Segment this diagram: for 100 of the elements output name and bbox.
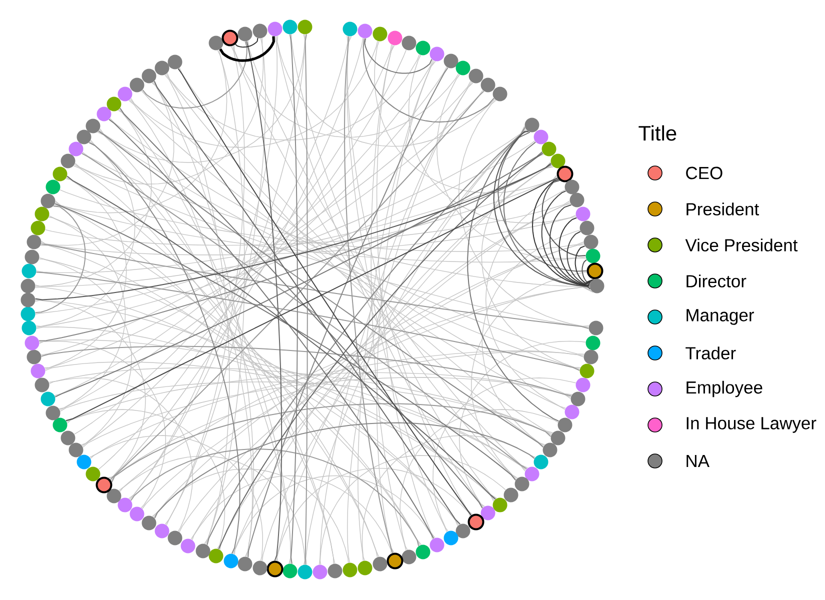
edge-arc: [346, 36, 448, 532]
node-dot: [96, 476, 112, 494]
edge-arc: [118, 109, 292, 564]
edge-arc: [88, 142, 240, 554]
edge-arc: [35, 126, 525, 314]
node-dot: [492, 498, 508, 512]
node-dot: [372, 26, 388, 42]
node-dot: [586, 248, 600, 264]
edge-arc: [153, 468, 349, 564]
edge-arc: [130, 34, 306, 500]
node-dot: [60, 430, 76, 446]
edge-arc: [34, 206, 86, 314]
legend-label: CEO: [686, 166, 722, 180]
node-dot: [588, 320, 604, 336]
edge-arc: [34, 162, 552, 300]
node-dot: [570, 192, 584, 208]
node-dot: [402, 36, 416, 50]
edge-arc: [39, 340, 166, 508]
node-dot: [68, 442, 84, 458]
edge-arc: [89, 350, 584, 458]
edge-arc: [458, 340, 586, 507]
node-dot: [580, 220, 594, 236]
node-dot: [20, 306, 36, 322]
edge-arc: [66, 409, 226, 550]
edge-arc: [206, 126, 526, 546]
node-dot: [40, 194, 56, 208]
edge-arc: [503, 142, 590, 288]
edge-arc: [166, 38, 266, 526]
edge-arc: [130, 40, 378, 148]
node-dot: [252, 560, 268, 576]
node-dot: [180, 538, 196, 554]
node-dot: [30, 364, 46, 378]
node-dot: [586, 336, 600, 350]
node-dot: [208, 548, 224, 564]
edge-arc: [36, 141, 136, 327]
node-dot: [282, 564, 298, 578]
node-dot: [590, 278, 604, 294]
node-dot: [96, 106, 112, 122]
edge-arc: [498, 132, 588, 272]
node-dot: [20, 292, 36, 308]
edge-arc: [38, 164, 552, 342]
edge-arc: [558, 217, 592, 286]
edge-arc: [36, 162, 551, 274]
edge-arc: [82, 152, 592, 291]
edge-arc: [358, 60, 434, 562]
edge-arc: [35, 110, 152, 287]
node-dot: [238, 556, 252, 572]
edge-arc: [66, 176, 496, 500]
node-dot: [564, 180, 580, 194]
edge-arc: [458, 100, 590, 327]
edge-arc: [128, 100, 253, 557]
node-dot: [576, 378, 590, 392]
legend-label: Manager: [686, 309, 754, 325]
node-dot: [34, 378, 50, 392]
node-dot: [20, 278, 36, 294]
edge-arc: [234, 475, 433, 555]
edge-arc: [370, 44, 406, 551]
node-dot: [524, 466, 540, 482]
node-dot: [372, 556, 388, 572]
edge-arc: [400, 409, 558, 550]
edge-arc: [34, 300, 146, 478]
node-dot: [30, 220, 46, 236]
edge-arc: [55, 50, 228, 214]
edge-arc: [304, 34, 308, 566]
node-dot: [118, 498, 132, 512]
edge-arc: [45, 362, 526, 472]
node-dot: [468, 68, 484, 84]
node-dot: [208, 36, 224, 50]
edge-arc: [532, 178, 590, 287]
edge-arc: [66, 178, 558, 422]
node-dot: [298, 564, 312, 580]
node-dot: [106, 96, 122, 112]
edge-arc: [219, 36, 275, 62]
node-dot: [222, 30, 238, 46]
node-dot: [402, 550, 416, 564]
edge-arc: [471, 272, 588, 478]
legend-label: NA: [686, 454, 710, 468]
node-dot: [86, 466, 100, 482]
node-dot: [456, 524, 470, 538]
node-dot: [24, 250, 40, 264]
node-dot: [154, 60, 170, 76]
edge-arc: [108, 118, 434, 539]
node-dot: [86, 118, 100, 134]
node-dot: [386, 552, 404, 570]
node-dot: [430, 46, 444, 62]
node-dot: [586, 262, 604, 280]
edge-arc: [41, 82, 174, 246]
edge-arc: [120, 456, 306, 565]
node-dot: [480, 506, 496, 520]
node-dot: [22, 264, 36, 278]
node-dot: [76, 454, 92, 470]
node-dot: [298, 20, 312, 34]
edge-arc: [48, 368, 552, 434]
node-dot: [558, 418, 572, 432]
edge-arc: [485, 189, 566, 409]
edge-arc: [246, 40, 282, 562]
node-dot: [106, 488, 122, 504]
node-dot: [576, 206, 590, 222]
edge-arc: [362, 435, 536, 561]
node-dot: [154, 524, 170, 538]
